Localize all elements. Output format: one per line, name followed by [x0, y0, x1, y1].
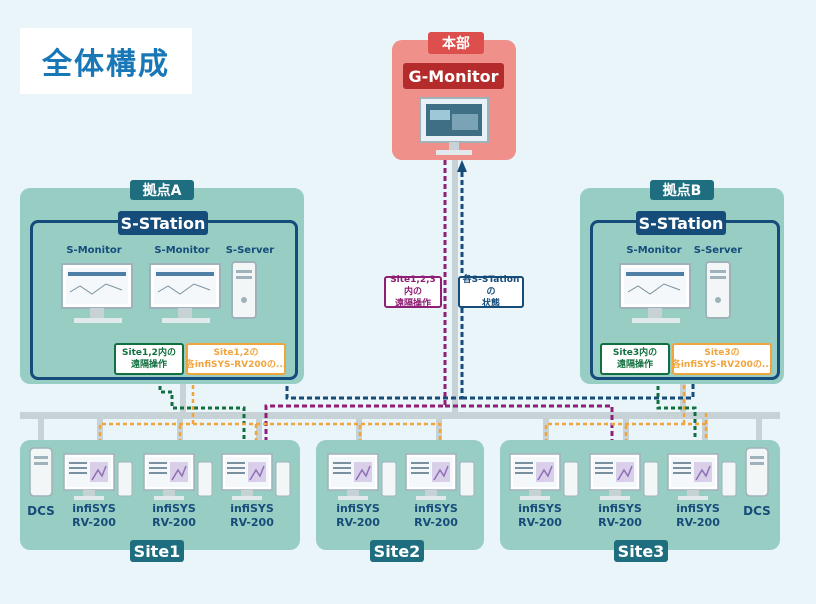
site1-label: Site1 [130, 540, 184, 562]
sstation-status-note: 各S-STationの状態 [458, 275, 524, 309]
base-a-sstation-label: S-STation [118, 211, 208, 235]
base-a-device-label-1: S-Monitor [66, 245, 122, 256]
hq-box [392, 40, 516, 160]
base-a-remote-op-note: Site1,2内の遠隔操作 [114, 343, 184, 375]
hq-remote-op-note: Site1,2,3内の遠隔操作 [384, 275, 442, 309]
base-b-device-label-2: S-Server [693, 245, 743, 256]
page-title: 全体構成 [20, 28, 192, 94]
base-b-status-note: Site3の各infiSYS-RV200の... [672, 343, 772, 375]
base-a-label: 拠点A [130, 180, 194, 200]
hq-label: 本部 [428, 32, 484, 54]
dcs-label-site3: DCS [743, 504, 771, 518]
site3-box [500, 440, 780, 550]
dcs-label-site1: DCS [27, 504, 55, 518]
base-b-label: 拠点B [650, 180, 714, 200]
network-bus [20, 412, 780, 419]
site2-label: Site2 [370, 540, 424, 562]
base-a-status-note: Site1,2の各infiSYS-RV200の... [186, 343, 286, 375]
base-b-device-label-1: S-Monitor [626, 245, 682, 256]
base-a-device-label-2: S-Monitor [154, 245, 210, 256]
site2-box [316, 440, 484, 550]
base-b-sstation-label: S-STation [636, 211, 726, 235]
base-a-device-label-3: S-Server [225, 245, 275, 256]
site1-box [20, 440, 300, 550]
base-b-remote-op-note: Site3内の遠隔操作 [600, 343, 670, 375]
site3-label: Site3 [614, 540, 668, 562]
g-monitor-label: G-Monitor [403, 63, 504, 89]
